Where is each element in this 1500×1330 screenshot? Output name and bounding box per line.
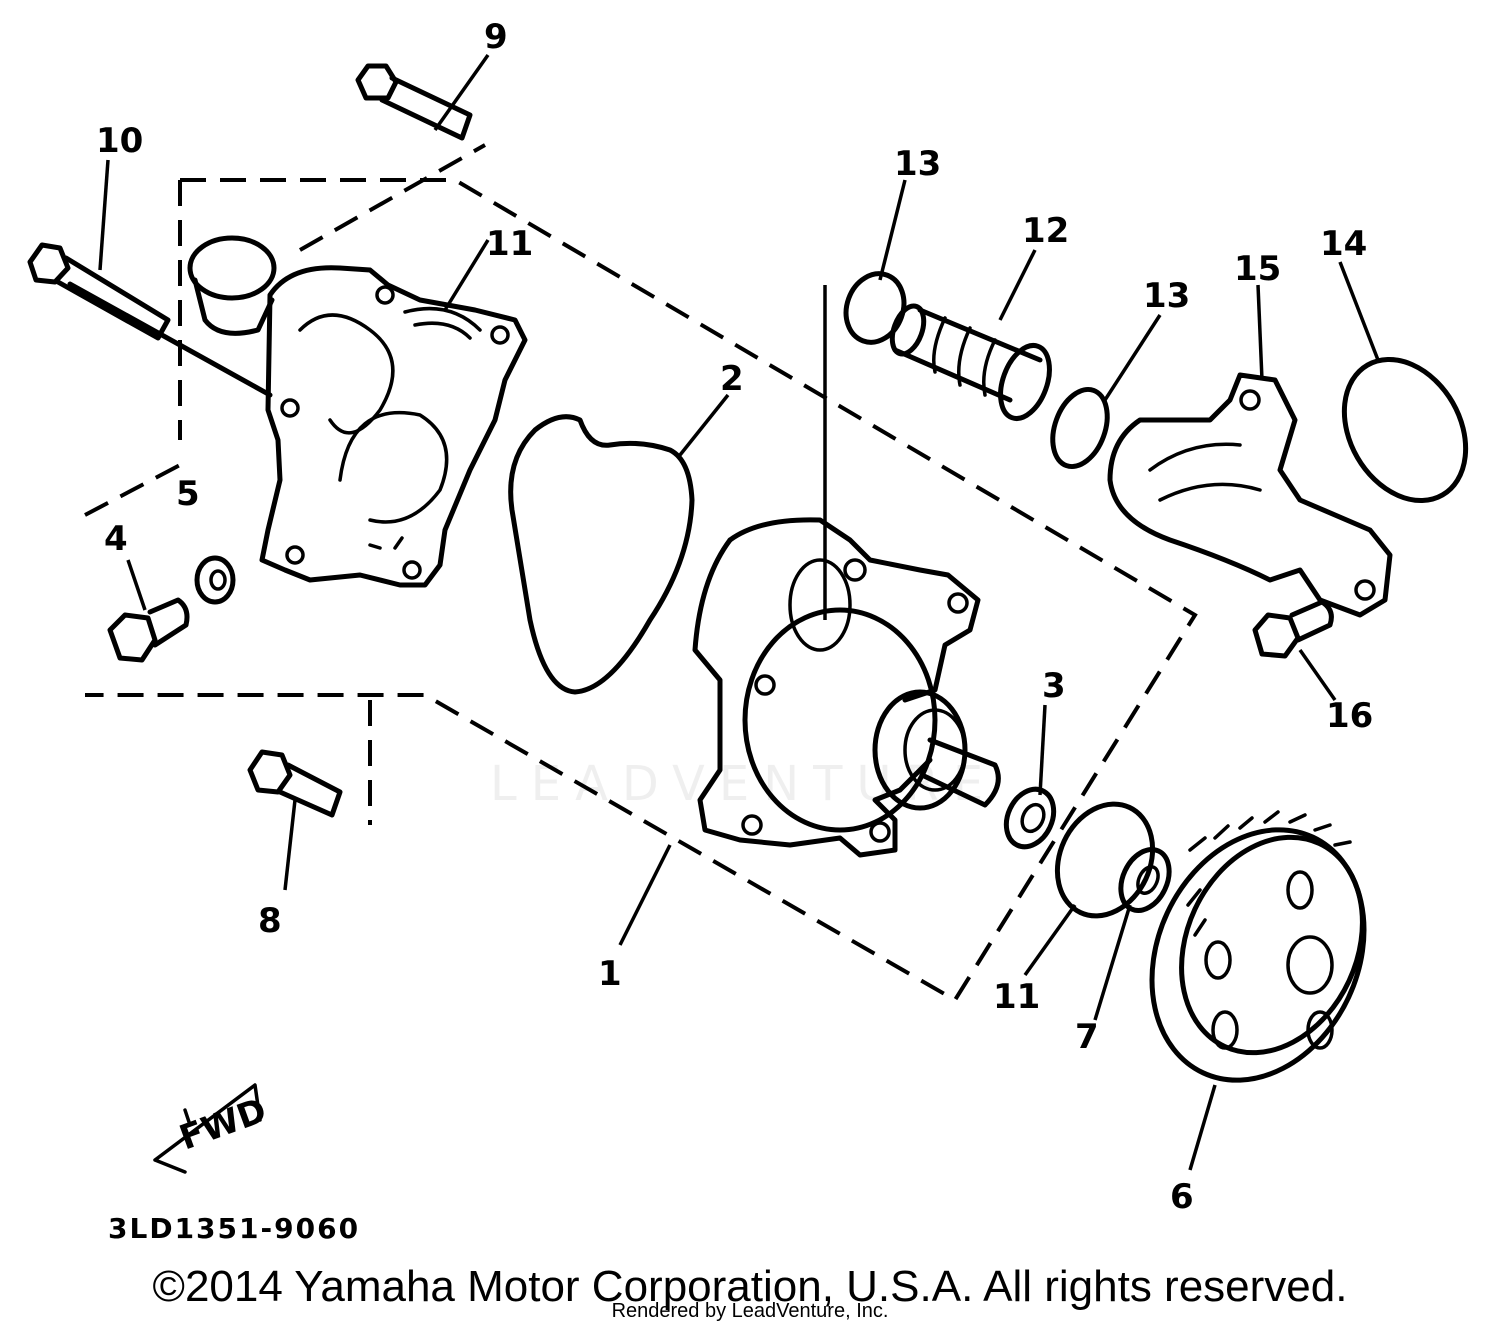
- leader-lines: [98, 53, 1380, 1171]
- callout-14: 14: [1320, 224, 1367, 264]
- o-ring-part-13-lower[interactable]: [1043, 382, 1117, 474]
- callout-12: 12: [1022, 211, 1069, 251]
- impeller-gear-part-6[interactable]: [1112, 795, 1403, 1115]
- callout-11-upper: 11: [486, 224, 533, 264]
- callout-13-lower: 13: [1143, 276, 1190, 316]
- fwd-direction-arrow: FWD: [153, 1083, 272, 1174]
- bolt-part-16[interactable]: [1252, 599, 1334, 659]
- rendered-by-note: Rendered by LeadVenture, Inc.: [611, 1300, 889, 1322]
- bolt-part-9[interactable]: [355, 63, 473, 141]
- gasket-part-2[interactable]: [508, 414, 695, 695]
- callout-3: 3: [1042, 666, 1066, 706]
- seal-part-3[interactable]: [997, 782, 1062, 855]
- o-ring-part-14[interactable]: [1320, 338, 1490, 523]
- fwd-label: FWD: [174, 1090, 271, 1158]
- diagram-part-code: 3LD1351-9060: [108, 1212, 361, 1245]
- pump-housing-part-1[interactable]: [692, 517, 1001, 858]
- callout-10: 10: [96, 121, 143, 161]
- callout-numbers: 9 10 11 2 5 4 8 13 12 13 15 14 3 16 1 11…: [96, 17, 1373, 1217]
- o-ring-part-11[interactable]: [1040, 788, 1171, 931]
- callout-6: 6: [1170, 1177, 1194, 1217]
- elbow-pipe-part-15[interactable]: [1107, 372, 1393, 618]
- washer-part-7[interactable]: [1112, 842, 1179, 919]
- pump-cover-part[interactable]: [187, 235, 528, 588]
- callout-7: 7: [1075, 1017, 1099, 1057]
- copyright-notice: ©2014 Yamaha Motor Corporation, U.S.A. A…: [152, 1262, 1348, 1311]
- callout-8: 8: [258, 901, 282, 941]
- bolt-part-10[interactable]: [27, 242, 273, 398]
- o-ring-part-13-upper[interactable]: [837, 266, 914, 351]
- callout-16: 16: [1326, 696, 1373, 736]
- callout-9: 9: [484, 17, 508, 57]
- pipe-part-12[interactable]: [886, 302, 1058, 426]
- washer-part-5[interactable]: [194, 555, 236, 605]
- callout-2: 2: [720, 359, 744, 399]
- callout-11-lower: 11: [993, 977, 1040, 1017]
- callout-4: 4: [104, 519, 128, 559]
- assembly-dashed-outline: [84, 143, 1198, 1003]
- callout-13-upper: 13: [894, 144, 941, 184]
- drain-bolt-part-4[interactable]: [107, 597, 190, 663]
- bolt-part-8[interactable]: [247, 749, 343, 818]
- callout-15: 15: [1234, 249, 1281, 289]
- callout-1: 1: [598, 954, 622, 994]
- callout-5: 5: [176, 474, 200, 514]
